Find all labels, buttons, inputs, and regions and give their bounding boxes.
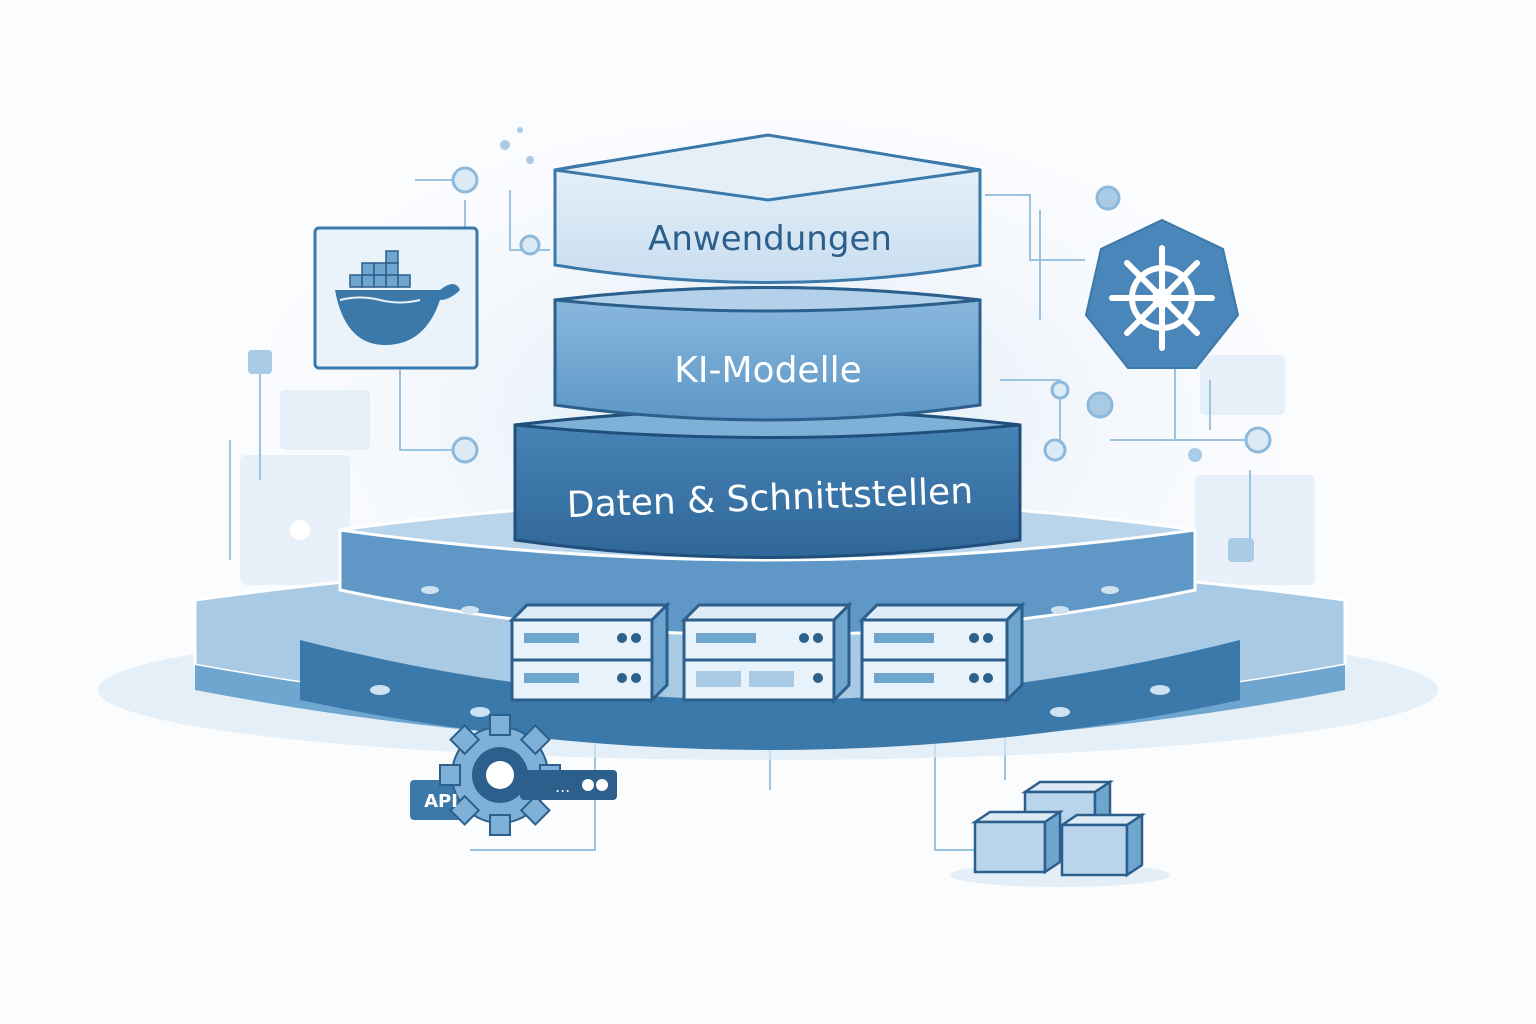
api-badge-label: API bbox=[424, 791, 458, 812]
kubernetes-helm-icon bbox=[1084, 218, 1240, 369]
background-panels bbox=[240, 355, 1315, 585]
api-gear-icon: ... API bbox=[410, 714, 617, 836]
layer-ai-models: KI-Modelle bbox=[553, 286, 982, 422]
server-icon bbox=[858, 601, 1026, 704]
server-icon bbox=[508, 601, 671, 704]
server-icon bbox=[680, 601, 853, 704]
server-rack-group bbox=[508, 601, 1026, 704]
decor-dots bbox=[248, 127, 1254, 562]
layer-label: Anwendungen bbox=[648, 219, 892, 259]
layer-data-interfaces: Daten & Schnittstellen bbox=[513, 408, 1022, 559]
circuit-nodes bbox=[451, 166, 1272, 464]
layer-label: KI-Modelle bbox=[674, 350, 861, 391]
docker-whale-icon bbox=[313, 226, 479, 370]
layer-applications: Anwendungen bbox=[553, 133, 982, 284]
svg-text:...: ... bbox=[555, 777, 570, 796]
cubes-icon bbox=[950, 779, 1170, 887]
